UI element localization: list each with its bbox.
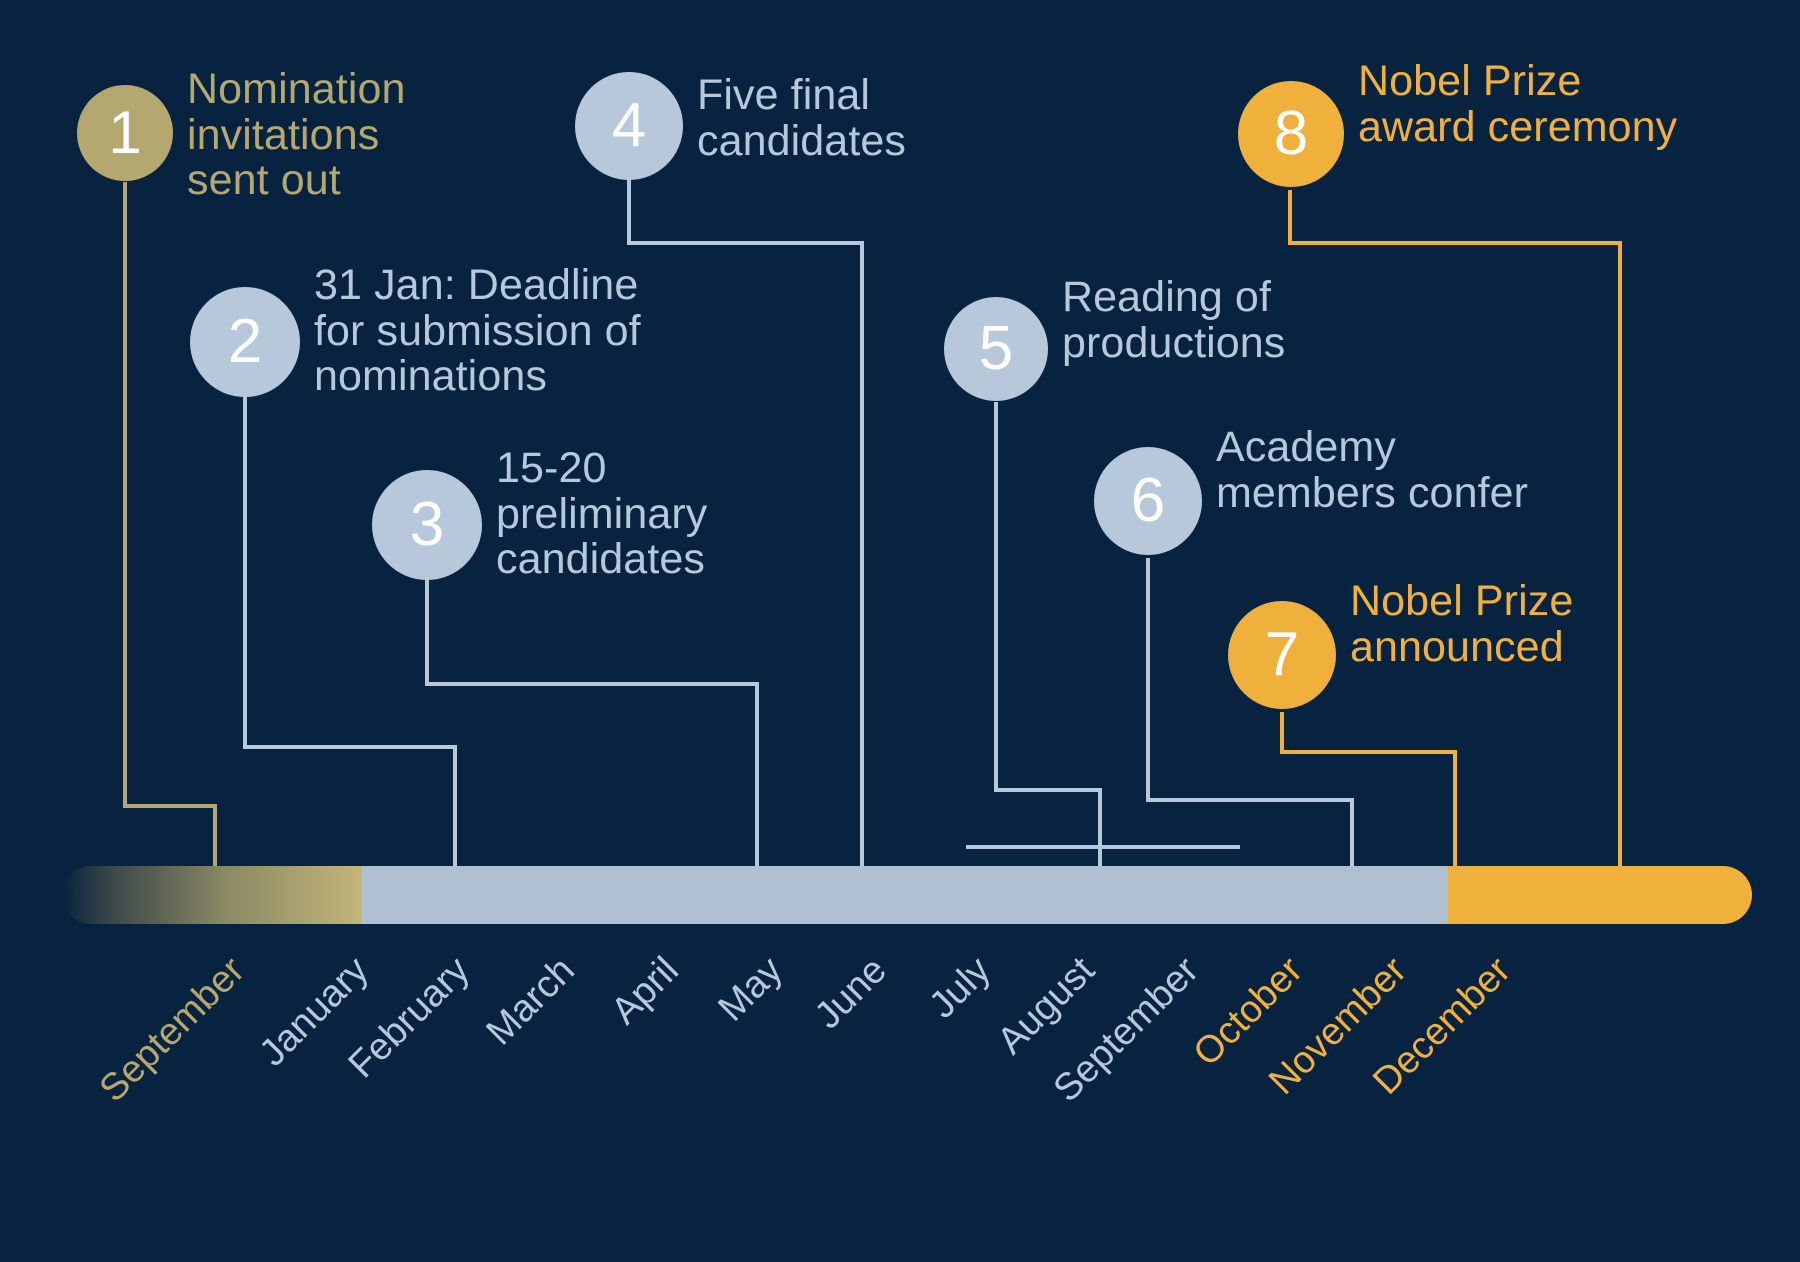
step-3-number: 3 <box>409 490 445 559</box>
step-2[interactable]: 2 31 Jan: Deadline for submission of nom… <box>190 262 641 400</box>
step-5-number: 5 <box>978 314 1014 383</box>
step-6-label: Academy members confer <box>1216 423 1529 517</box>
bar-orange-segment <box>1448 866 1752 924</box>
connector-step-8 <box>1288 190 1622 880</box>
step-1-number: 1 <box>108 99 142 166</box>
step-6-number: 6 <box>1130 466 1166 535</box>
bar-blue-segment <box>362 866 1448 924</box>
step-8[interactable]: 8 Nobel Prize award ceremony <box>1238 58 1677 187</box>
step-5[interactable]: 5 Reading of productions <box>944 274 1285 401</box>
step-4-bubble[interactable]: 4 <box>575 72 683 180</box>
step-1-bubble[interactable]: 1 <box>77 85 173 181</box>
step-7-number: 7 <box>1264 620 1300 689</box>
step-2-label: 31 Jan: Deadline for submission of nomin… <box>314 261 641 401</box>
step-3-label: 15-20 preliminary candidates <box>496 444 708 584</box>
timeline-bar <box>62 866 1752 924</box>
connector-step-4 <box>627 175 864 872</box>
connector-and-bar-layer <box>62 175 1752 924</box>
connector-step-2 <box>243 386 457 872</box>
step-8-label: Nobel Prize award ceremony <box>1358 57 1678 151</box>
step-5-label: Reading of productions <box>1062 273 1286 367</box>
step-6[interactable]: 6 Academy members confer <box>1094 424 1528 555</box>
connector-step-6 <box>1146 558 1354 872</box>
connector-step-5 <box>994 402 1102 872</box>
step-2-number: 2 <box>227 307 263 376</box>
connector-step-1 <box>123 182 217 872</box>
step-1[interactable]: 1 Nomination invitations sent out <box>77 66 406 204</box>
step-3-bubble[interactable]: 3 <box>372 470 482 580</box>
step-4-number: 4 <box>611 91 647 160</box>
step-7-label: Nobel Prize announced <box>1350 577 1574 671</box>
step-2-bubble[interactable]: 2 <box>190 287 300 397</box>
step-6-bubble[interactable]: 6 <box>1094 447 1202 555</box>
step-8-number: 8 <box>1273 99 1309 168</box>
step-4-label: Five final candidates <box>697 71 906 165</box>
bar-gold-segment <box>62 866 362 924</box>
step-5-bubble[interactable]: 5 <box>944 297 1048 401</box>
step-8-bubble[interactable]: 8 <box>1238 81 1344 187</box>
infographic-canvas: 1 Nomination invitations sent out 2 31 J… <box>62 58 1752 1110</box>
step-7[interactable]: 7 Nobel Prize announced <box>1228 578 1573 709</box>
step-7-bubble[interactable]: 7 <box>1228 601 1336 709</box>
step-1-label: Nomination invitations sent out <box>187 65 406 205</box>
step-3[interactable]: 3 15-20 preliminary candidates <box>372 445 707 583</box>
step-4[interactable]: 4 Five final candidates <box>575 72 906 180</box>
connector-step-3 <box>425 570 759 872</box>
connector-step-7 <box>1280 712 1457 880</box>
